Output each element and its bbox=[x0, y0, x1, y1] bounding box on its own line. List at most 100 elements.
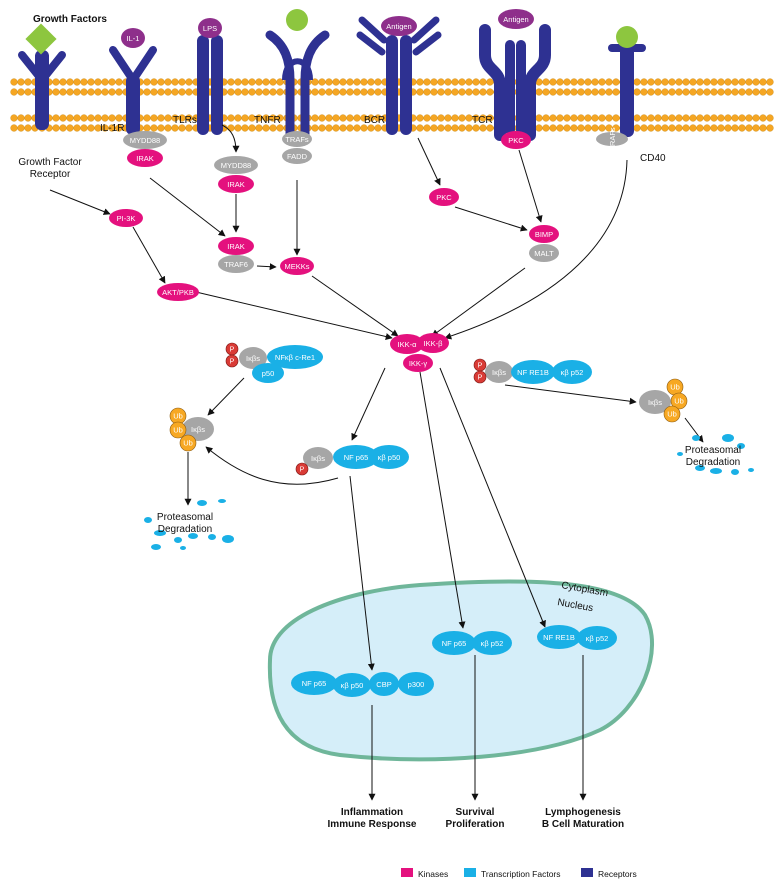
node-n-nfre1b: NF RE1B bbox=[537, 625, 581, 649]
membrane-lipid bbox=[318, 88, 326, 96]
membrane-lipid bbox=[472, 88, 480, 96]
membrane-lipid bbox=[584, 114, 592, 122]
node-n-kbp50: κβ p50 bbox=[333, 673, 371, 697]
node-ikb-ub-r: Iκβs bbox=[639, 390, 671, 414]
membrane-lipid bbox=[66, 114, 74, 122]
outcome-lymphogenesis: Lymphogenesis bbox=[545, 807, 621, 818]
membrane-lipid bbox=[535, 124, 543, 132]
protein-fragment bbox=[154, 530, 166, 536]
membrane-lipid bbox=[150, 124, 158, 132]
membrane-lipid bbox=[164, 88, 172, 96]
membrane-lipid bbox=[367, 88, 375, 96]
bcr-receptor bbox=[356, 16, 442, 135]
node-shape bbox=[127, 149, 163, 167]
membrane-lipid bbox=[759, 114, 767, 122]
membrane-lipid bbox=[52, 114, 60, 122]
membrane-lipid bbox=[255, 114, 263, 122]
membrane-lipid bbox=[17, 114, 25, 122]
lps-label: LPS bbox=[203, 24, 217, 33]
membrane-lipid bbox=[591, 114, 599, 122]
membrane-lipid bbox=[248, 78, 256, 86]
membrane-lipid bbox=[318, 78, 326, 86]
membrane-lipid bbox=[24, 88, 32, 96]
outcome-survival: Survival bbox=[456, 807, 495, 818]
membrane-lipid bbox=[598, 88, 606, 96]
membrane-lipid bbox=[178, 78, 186, 86]
membrane-lipid bbox=[360, 124, 368, 132]
membrane-lipid bbox=[472, 124, 480, 132]
membrane-lipid bbox=[416, 124, 424, 132]
membrane-lipid bbox=[73, 88, 81, 96]
membrane-lipid bbox=[458, 78, 466, 86]
membrane-lipid bbox=[738, 114, 746, 122]
node-label: Iκβs bbox=[246, 354, 260, 363]
tag-shape bbox=[179, 434, 197, 452]
membrane-lipid bbox=[80, 114, 88, 122]
protein-fragment bbox=[737, 443, 745, 449]
membrane-lipid bbox=[444, 78, 452, 86]
node-myd88-a: MYDD88 bbox=[123, 131, 167, 149]
node-label: NF RE1B bbox=[517, 368, 549, 377]
membrane-lipid bbox=[605, 88, 613, 96]
tag-shape bbox=[225, 354, 239, 368]
membrane-lipid bbox=[101, 88, 109, 96]
node-fadd: FADD bbox=[282, 148, 312, 164]
membrane-lipid bbox=[675, 124, 683, 132]
legend-kinases-label: Kinases bbox=[418, 869, 448, 879]
membrane-lipid bbox=[668, 114, 676, 122]
membrane-lipid bbox=[570, 88, 578, 96]
phosphate-p3: P bbox=[295, 462, 309, 476]
membrane-lipid bbox=[612, 114, 620, 122]
node-label: κβ p52 bbox=[481, 639, 504, 648]
membrane-lipid bbox=[353, 88, 361, 96]
protein-fragment bbox=[677, 452, 683, 456]
membrane-lipid bbox=[661, 124, 669, 132]
membrane-lipid bbox=[766, 124, 774, 132]
membrane-lipid bbox=[724, 114, 732, 122]
membrane-lipid bbox=[87, 124, 95, 132]
membrane-lipid bbox=[101, 78, 109, 86]
tcr-label: TCR bbox=[472, 115, 493, 126]
membrane-lipid bbox=[633, 124, 641, 132]
membrane-lipid bbox=[605, 78, 613, 86]
membrane-lipid bbox=[472, 78, 480, 86]
node-label: Iκβs bbox=[648, 398, 662, 407]
membrane-lipid bbox=[276, 124, 284, 132]
membrane-lipid bbox=[80, 78, 88, 86]
membrane-lipid bbox=[689, 88, 697, 96]
membrane-lipid bbox=[451, 88, 459, 96]
membrane-lipid bbox=[703, 88, 711, 96]
membrane-lipid bbox=[703, 78, 711, 86]
membrane-lipid bbox=[556, 124, 564, 132]
tag-label: Ub bbox=[173, 412, 183, 421]
node-shape bbox=[369, 445, 409, 469]
node-shape bbox=[472, 631, 512, 655]
node-shape bbox=[252, 363, 284, 383]
membrane-lipid bbox=[346, 114, 354, 122]
membrane-lipid bbox=[325, 114, 333, 122]
membrane-lipid bbox=[241, 78, 249, 86]
membrane-lipid bbox=[346, 124, 354, 132]
tcr-antigen bbox=[498, 9, 534, 29]
membrane-lipid bbox=[563, 88, 571, 96]
legend-receptors-swatch bbox=[581, 868, 593, 877]
membrane-lipid bbox=[143, 124, 151, 132]
membrane-lipid bbox=[66, 88, 74, 96]
membrane-lipid bbox=[605, 114, 613, 122]
node-label: κβ p50 bbox=[341, 681, 364, 690]
membrane-lipid bbox=[353, 124, 361, 132]
node-n-nfp65-2: NF p65 bbox=[432, 631, 476, 655]
membrane-lipid bbox=[115, 88, 123, 96]
node-label: FADD bbox=[287, 152, 308, 161]
membrane-lipid bbox=[234, 88, 242, 96]
ubiquitin-ub5: Ub bbox=[670, 392, 688, 410]
node-shape bbox=[596, 132, 628, 146]
membrane-lipid bbox=[115, 114, 123, 122]
node-shape bbox=[267, 345, 323, 369]
membrane-lipid bbox=[465, 124, 473, 132]
membrane-lipid bbox=[661, 114, 669, 122]
membrane-lipid bbox=[472, 114, 480, 122]
node-shape bbox=[639, 390, 671, 414]
membrane-lipid bbox=[549, 124, 557, 132]
membrane-lipid bbox=[325, 124, 333, 132]
